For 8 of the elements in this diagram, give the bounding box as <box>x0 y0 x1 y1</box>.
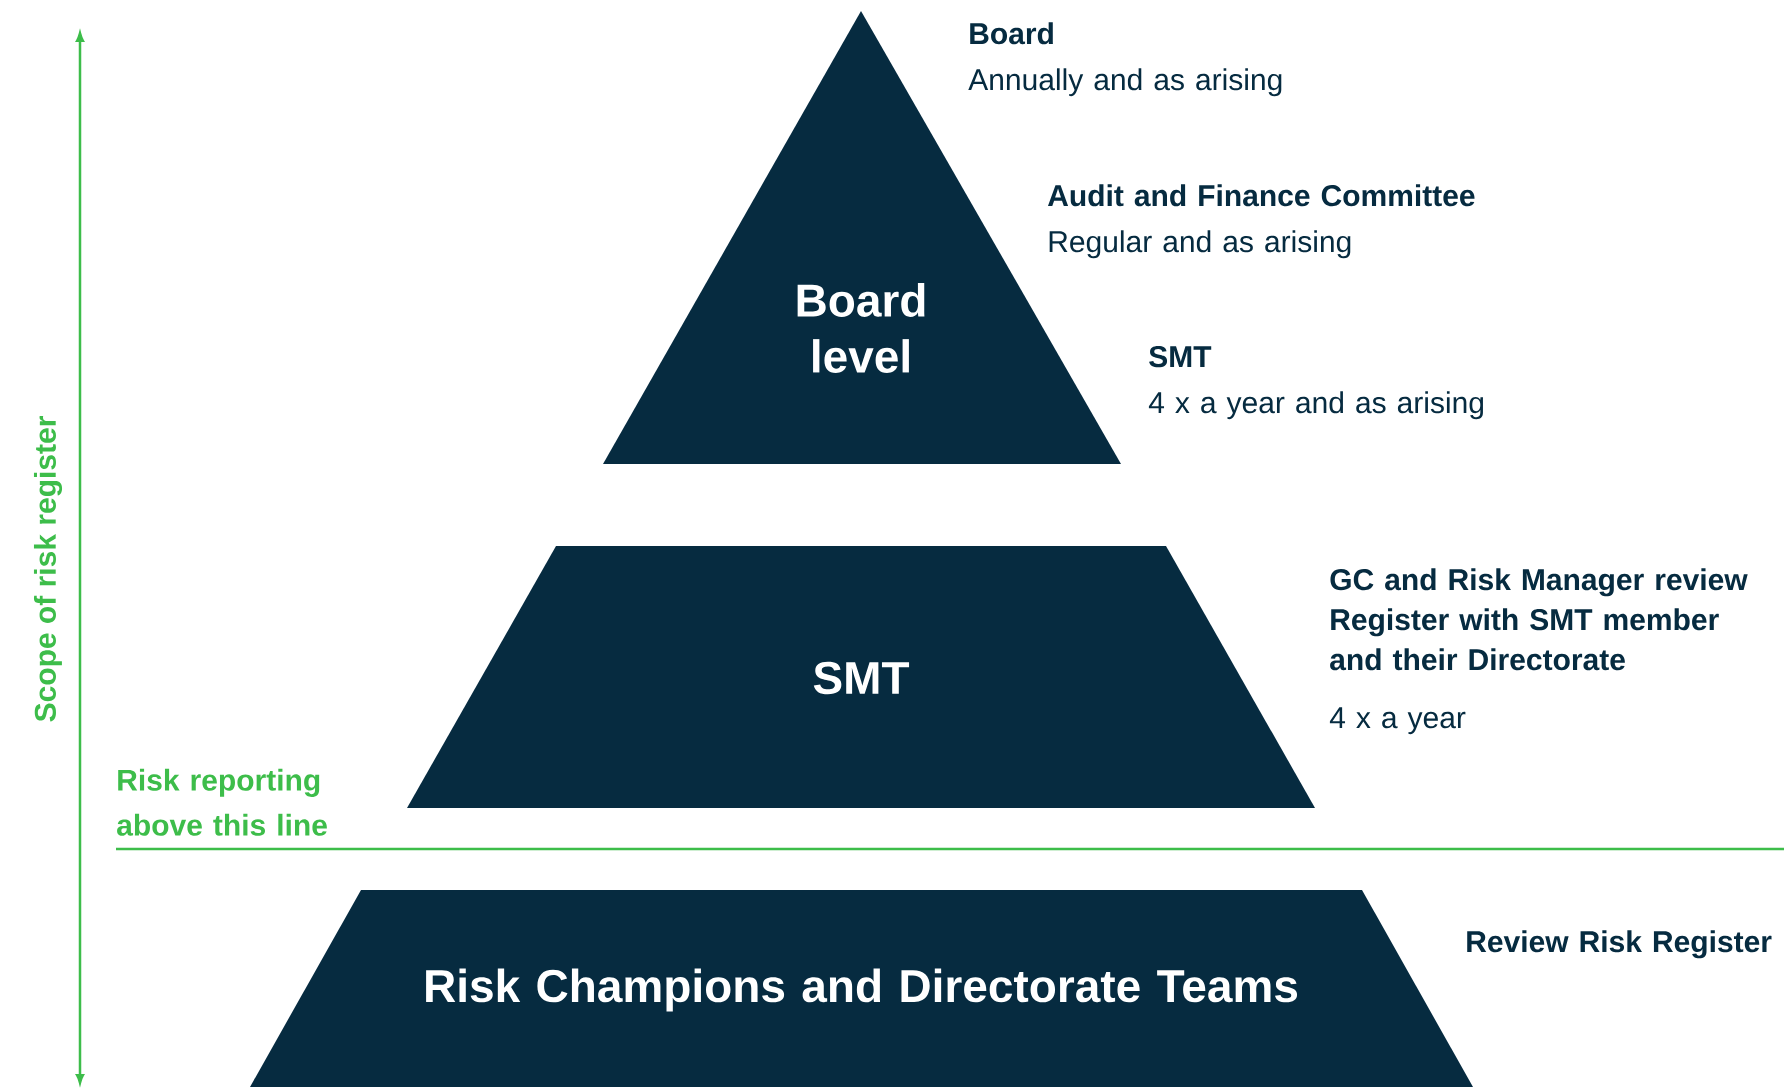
annotation-text: 4 x a year and as arising <box>1148 391 1484 420</box>
threshold-label: Risk reporting above this line <box>117 768 327 836</box>
annotation-heading: Board <box>970 22 1053 45</box>
annotation-heading: SMT <box>1149 346 1212 368</box>
pyramid-trapezoid: SMT <box>407 546 1315 808</box>
scope-label: Scope of risk register <box>33 416 63 722</box>
annotation-text: 4 x a year <box>1329 707 1466 735</box>
annotation-heading: GC and Risk Manager review Register with SMT member and their Directorate <box>1330 568 1748 671</box>
